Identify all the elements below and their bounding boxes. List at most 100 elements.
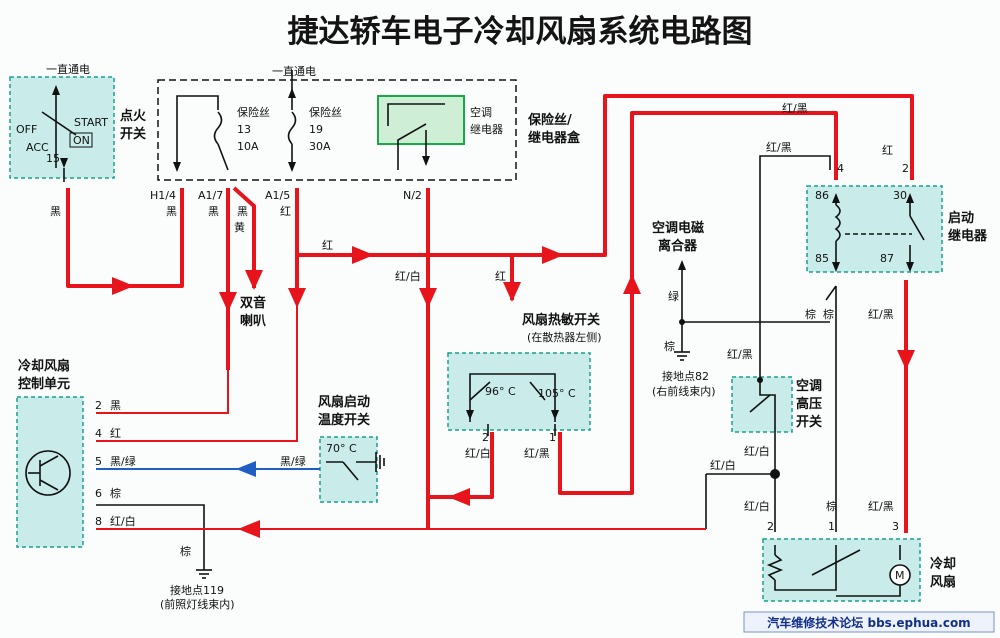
- fusebox-name-2: 继电器盒: [528, 130, 581, 146]
- pin-n2: N/2: [403, 189, 422, 202]
- relay-pin-30: 30: [893, 189, 907, 202]
- transistor-icon: [25, 450, 71, 496]
- control-unit-box: [16, 396, 84, 548]
- black-wires: [41, 70, 925, 597]
- relay-top-pin-2: 2: [902, 162, 909, 175]
- start-temp-value: 70° C: [326, 442, 357, 455]
- wire-black-4: 黑: [237, 205, 248, 218]
- relay-pin-87: 87: [880, 252, 894, 265]
- cu-pin-2: 2: [95, 399, 102, 412]
- wire-red-4: 红: [882, 144, 893, 157]
- wire-black-1: 黑: [50, 205, 61, 218]
- diagram-title: 捷达轿车电子冷却风扇系统电路图: [288, 14, 753, 50]
- start-temp-name-2: 温度开关: [318, 412, 370, 428]
- ground119-note: (前照灯线束内): [160, 597, 235, 611]
- ignition-supply-label: 一直通电: [46, 62, 90, 76]
- fan-name-1: 冷却: [930, 556, 956, 572]
- ignition-off-label: OFF: [16, 123, 37, 136]
- fan-pin-2: 2: [767, 520, 774, 533]
- wire-black-2: 黑: [166, 205, 177, 218]
- wire-red-white-3: 红/白: [744, 444, 770, 458]
- wire-red-black-3: 红/黑: [766, 141, 792, 154]
- fan-name-2: 风扇: [930, 574, 956, 590]
- wire-red-1: 红: [280, 205, 291, 218]
- ignition-name-2: 开关: [120, 126, 146, 142]
- start-relay-box: [806, 185, 943, 273]
- fuse2-number: 19: [309, 123, 323, 136]
- relay-name-1: 启动: [948, 210, 974, 226]
- ground82-label: 接地点82: [662, 370, 709, 383]
- ground82-note: (右前线束内): [652, 384, 716, 398]
- cu-pin-5: 5: [95, 455, 102, 468]
- red-flow-arrows: [112, 246, 915, 538]
- wire-brown-2: 棕: [805, 307, 816, 321]
- relay-pin-86: 86: [815, 189, 829, 202]
- watermark-box: [743, 611, 995, 633]
- red-thin-wires: [96, 300, 706, 530]
- control-unit-name-2: 控制单元: [18, 376, 70, 392]
- fuse2-rating: 30A: [309, 140, 331, 153]
- wire-yellow-note: 黄: [234, 220, 245, 234]
- thermo-pin-2: 2: [482, 431, 489, 444]
- cu-wire-black: 黑: [110, 399, 121, 412]
- fan-motor-symbol: M: [895, 569, 905, 582]
- thermo-switch-box: [447, 352, 591, 431]
- horn-name-2: 喇叭: [240, 313, 266, 329]
- wire-brown-3: 棕: [823, 307, 834, 321]
- ignition-pin-15: 15: [46, 152, 60, 165]
- thermo-note: (在散热器左侧): [527, 330, 602, 344]
- wire-red-white-5: 红/白: [744, 499, 770, 513]
- blue-signal-wire: [96, 461, 320, 477]
- fuse2-name: 保险丝: [309, 105, 342, 119]
- fan-pin-1: 1: [828, 520, 835, 533]
- wire-red-3: 红: [495, 270, 506, 283]
- wire-brown-1: 棕: [664, 339, 675, 353]
- cu-pin-8: 8: [95, 515, 102, 528]
- cu-wire-brown: 棕: [110, 486, 121, 500]
- ac-relay-name-2: 继电器: [470, 123, 503, 136]
- cu-pin-4: 4: [95, 427, 102, 440]
- start-temp-name-1: 风扇启动: [318, 394, 370, 410]
- relay-name-2: 继电器: [948, 228, 988, 244]
- fan-pin-3: 3: [892, 520, 899, 533]
- wire-red-black-1: 红/黑: [524, 447, 550, 460]
- wire-green: 绿: [668, 289, 679, 303]
- ac-hp-name-3: 开关: [796, 414, 822, 430]
- ac-hp-switch-box: [731, 376, 793, 433]
- ignition-acc-label: ACC: [26, 141, 49, 154]
- fuse1-name: 保险丝: [237, 105, 270, 119]
- ac-clutch-name-1: 空调电磁: [652, 220, 704, 236]
- wire-red-black-6: 红/黑: [868, 500, 894, 513]
- thermo-pin-1: 1: [549, 431, 556, 444]
- ignition-start-label: START: [74, 116, 108, 129]
- wire-red-white-1: 红/白: [395, 269, 421, 283]
- watermark-text: 汽车维修技术论坛 bbs.ephua.com: [767, 615, 970, 630]
- pin-a17: A1/7: [198, 189, 223, 202]
- wire-brown-4: 棕: [826, 499, 837, 513]
- ac-hp-name-1: 空调: [796, 378, 822, 394]
- ignition-name-1: 点火: [120, 108, 147, 124]
- wire-red-black-5: 红/黑: [868, 308, 894, 321]
- wire-black-3: 黑: [208, 205, 219, 218]
- pin-h14: H1/4: [150, 189, 176, 202]
- fusebox-name-1: 保险丝/: [527, 112, 572, 128]
- terminal-marks: [52, 85, 914, 479]
- red-power-wires: [66, 94, 914, 533]
- ground119-label: 接地点119: [170, 584, 224, 597]
- wire-red-2: 红: [322, 239, 333, 252]
- fuse1-number: 13: [237, 123, 251, 136]
- ac-relay-name-1: 空调: [470, 105, 492, 119]
- wire-red-white-2: 红/白: [465, 446, 491, 460]
- fuse-relay-box: [157, 79, 517, 181]
- ac-hp-name-2: 高压: [796, 396, 822, 412]
- pin-a15: A1/5: [265, 189, 290, 202]
- cu-wire-black-green: 黑/绿: [110, 454, 136, 468]
- wire-red-black-4: 红/黑: [782, 102, 808, 115]
- thermo-temp-105: 105° C: [538, 387, 576, 400]
- cu-wire-red-white: 红/白: [110, 514, 136, 528]
- thermo-temp-96: 96° C: [485, 385, 516, 398]
- horn-name-1: 双音: [240, 295, 266, 311]
- cu-pin-6: 6: [95, 487, 102, 500]
